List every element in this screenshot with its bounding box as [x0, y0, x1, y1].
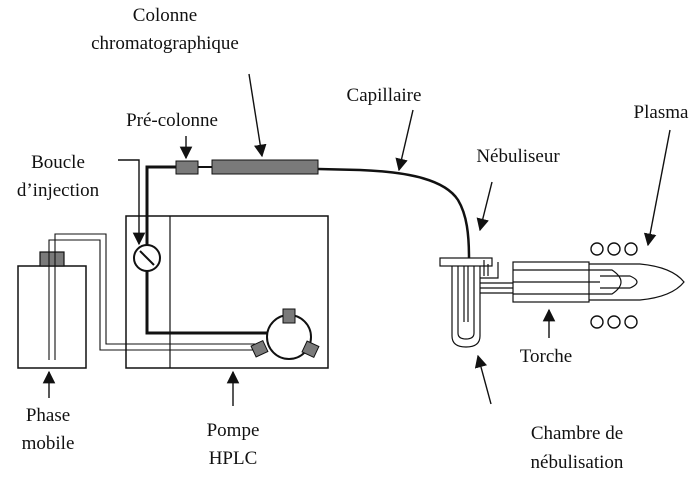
torch: [512, 261, 685, 303]
label-colonne-line2: chromatographique: [91, 33, 239, 54]
injection-valve: [133, 244, 161, 272]
label-chambre-line2: nébulisation: [531, 452, 624, 473]
mobile-phase-bottle: [17, 251, 87, 369]
label-pompe-line1: Pompe: [207, 420, 260, 441]
induction-coil: [590, 242, 638, 329]
label-pompe-line2: HPLC: [209, 448, 258, 469]
label-pre-colonne: Pré-colonne: [126, 110, 218, 131]
arrow-nebulizer: [476, 181, 493, 232]
chromatographic-column: [211, 159, 319, 175]
label-boucle-line2: d’injection: [17, 180, 100, 201]
label-phase-line2: mobile: [22, 433, 75, 454]
pump-head: [250, 308, 320, 360]
label-torche: Torche: [520, 346, 572, 367]
label-nebuliseur: Nébuliseur: [476, 146, 560, 167]
pointer-arrows: [42, 73, 671, 406]
arrow-injection-loop: [118, 159, 146, 246]
high-pressure-line: [145, 165, 268, 335]
label-plasma: Plasma: [634, 102, 689, 123]
label-chambre-line1: Chambre de: [531, 423, 623, 444]
arrow-column: [248, 73, 267, 158]
arrow-plasma: [643, 129, 671, 247]
arrow-spray-chamber: [474, 354, 492, 405]
label-capillaire: Capillaire: [347, 85, 422, 106]
pre-column: [175, 160, 199, 175]
spray-chamber: [439, 257, 513, 348]
label-colonne-line1: Colonne: [133, 5, 197, 26]
hplc-pump-box: [125, 215, 329, 369]
label-phase-line1: Phase: [26, 405, 70, 426]
arrow-capillary: [395, 109, 414, 172]
capillary-tube: [317, 167, 471, 259]
label-boucle-line1: Boucle: [31, 152, 85, 173]
